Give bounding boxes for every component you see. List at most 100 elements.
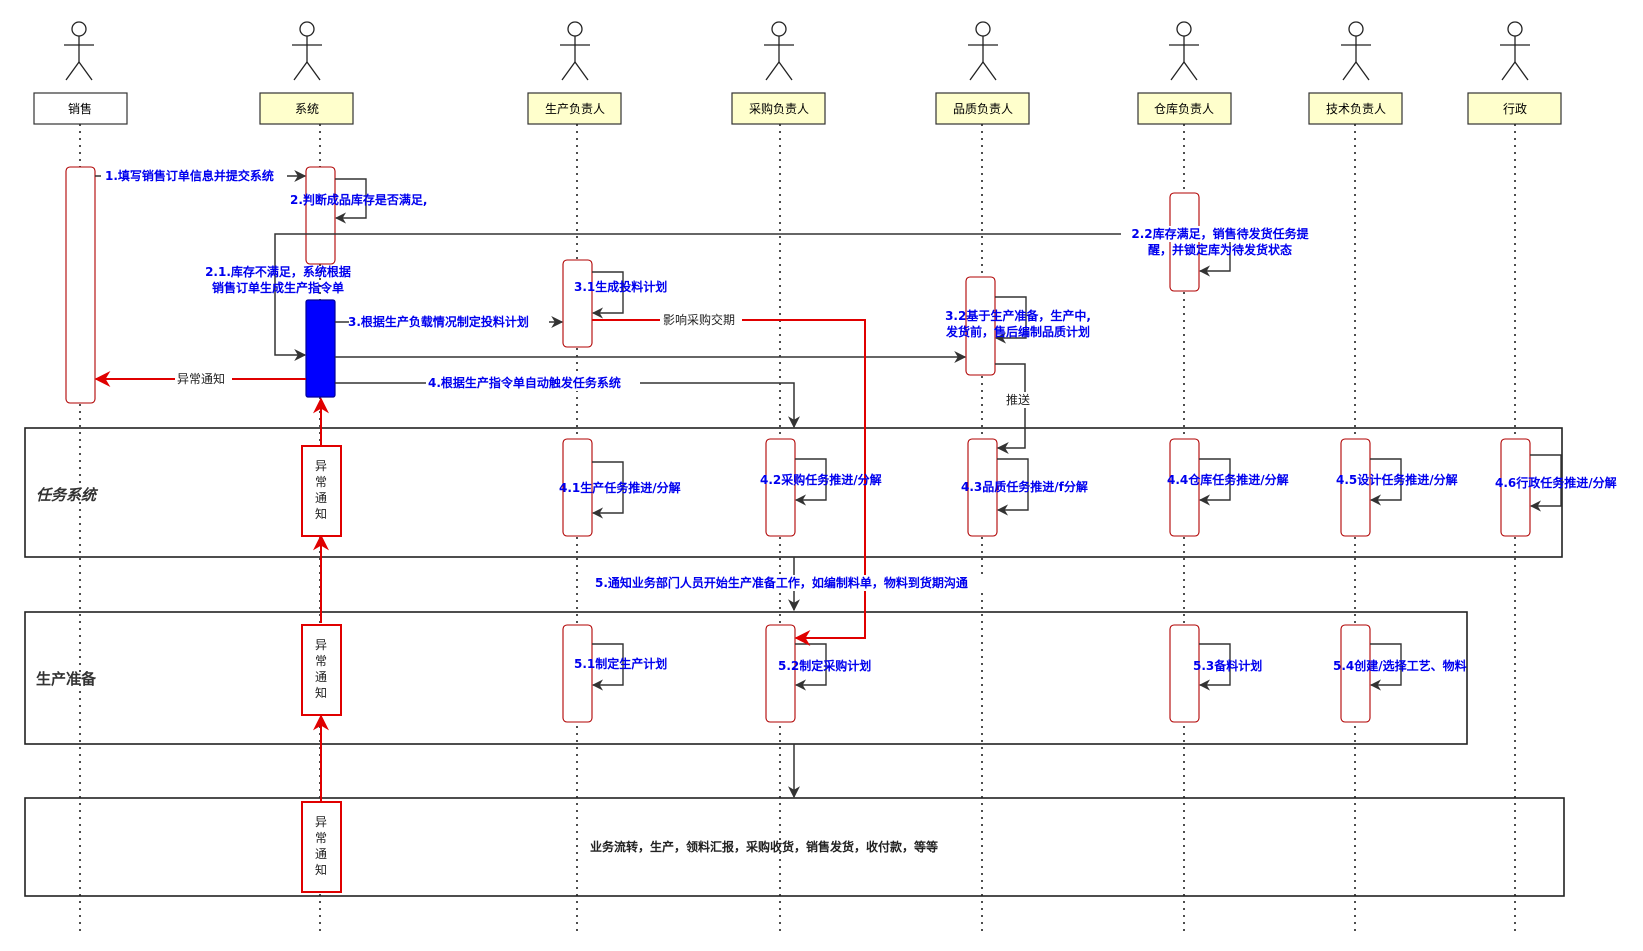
msg-m4-2: 4.2采购任务推进/分解 — [760, 472, 882, 487]
self-loop-prep-warehouse — [1198, 643, 1231, 691]
msg-m2: 2.判断成品库存是否满足, — [290, 192, 427, 207]
alert-box-business — [301, 801, 342, 893]
msg-m4-6: 4.6行政任务推进/分解 — [1495, 475, 1617, 490]
msg-m5-4: 5.4创建/选择工艺、物料 — [1333, 658, 1467, 673]
alert-box-task — [301, 445, 342, 537]
activation-task-admin — [1500, 438, 1531, 537]
actor-figures — [64, 21, 1530, 81]
header-tech — [1308, 92, 1403, 125]
actor-warehouse-icon — [1169, 21, 1199, 81]
self-loop-quality-plan — [994, 296, 1027, 344]
actor-admin-icon — [1500, 21, 1530, 81]
frame-title-production-prep: 生产准备 — [36, 670, 97, 688]
label-bg-m2-2 — [1121, 226, 1317, 242]
alert-box-prep — [301, 624, 342, 716]
msg-m5: 5.通知业务部门人员开始生产准备工作，如编制料单，物料到货期沟通 — [595, 575, 968, 590]
header-quality — [935, 92, 1030, 125]
label-bg-push — [1004, 392, 1036, 408]
actor-label-sales: 销售 — [68, 101, 92, 116]
label-bg-exception — [175, 371, 232, 387]
self-loop-prep-tech — [1369, 643, 1402, 691]
activation-system-check — [305, 166, 336, 265]
self-loop-task-quality — [996, 458, 1029, 516]
self-loop-task-tech — [1369, 458, 1402, 506]
header-production — [527, 92, 622, 125]
actor-tech-icon — [1341, 21, 1371, 81]
self-loop-prep-purchase — [794, 643, 827, 691]
actor-headers — [33, 92, 1562, 125]
activation-task-purchase — [765, 438, 796, 537]
msg-m5-2: 5.2制定采购计划 — [778, 658, 871, 673]
alert-business-char-3: 通 — [315, 847, 327, 861]
msg-impact: 影响采购交期 — [663, 312, 735, 327]
msg-m3-2-line2: 发货前，售后编制品质计划 — [945, 324, 1090, 339]
label-bg-m4 — [426, 375, 640, 391]
header-system — [259, 92, 354, 125]
label-bg-m3 — [349, 314, 549, 330]
activation-task-tech — [1340, 438, 1371, 537]
self-loop-task-warehouse — [1198, 458, 1231, 506]
alert-prep-char-2: 常 — [315, 654, 327, 668]
alert-task-char-4: 知 — [315, 507, 327, 521]
actor-purchase-icon — [764, 21, 794, 81]
alert-task-char-2: 常 — [315, 475, 327, 489]
activation-prep-warehouse — [1169, 624, 1200, 723]
msg-m4-4: 4.4仓库任务推进/分解 — [1167, 472, 1289, 487]
actor-system-icon — [292, 21, 322, 81]
alert-task-char-3: 通 — [315, 491, 327, 505]
self-loop-task-purchase — [794, 458, 827, 506]
alert-prep-char-3: 通 — [315, 670, 327, 684]
msg-m2-1-line1: 2.1.库存不满足，系统根据 — [205, 264, 351, 279]
self-loop-task-admin — [1529, 454, 1562, 512]
actor-quality-icon — [968, 21, 998, 81]
msg-m3-1: 3.1生成投料计划 — [574, 279, 667, 294]
activation-prep-tech — [1340, 624, 1371, 723]
alert-business-char-1: 异 — [315, 815, 327, 829]
msg-exception: 异常通知 — [177, 372, 225, 386]
activation-task-quality — [967, 438, 998, 537]
msg-m3-2-line1: 3.2基于生产准备，生产中, — [945, 308, 1091, 323]
self-loop-production-plan — [591, 271, 624, 319]
msg-m2-2-line1: 2.2库存满足，销售待发货任务提 — [1131, 226, 1309, 241]
header-purchase — [731, 92, 826, 125]
self-loop-system-check — [334, 178, 367, 224]
activation-task-production — [562, 438, 593, 537]
actor-label-production: 生产负责人 — [545, 102, 605, 116]
msg-m2-1-line2: 销售订单生成生产指令单 — [212, 280, 344, 295]
msg-m5-1: 5.1制定生产计划 — [574, 656, 667, 671]
alert-prep-char-1: 异 — [315, 638, 327, 652]
activation-prep-production — [562, 624, 593, 723]
actor-label-tech: 技术负责人 — [1326, 102, 1386, 116]
actor-label-admin: 行政 — [1503, 102, 1527, 116]
actor-label-purchase: 采购负责人 — [749, 101, 809, 116]
alert-business-char-2: 常 — [315, 831, 327, 845]
alert-task-char-1: 异 — [315, 459, 327, 473]
activation-quality-plan — [965, 276, 996, 376]
label-bg-m5 — [593, 575, 991, 591]
activation-production-plan — [562, 259, 593, 348]
label-bg-impact — [660, 312, 742, 328]
actor-sales-icon — [64, 21, 94, 81]
alert-business-char-4: 知 — [315, 863, 327, 877]
frame-title-task-system: 任务系统 — [36, 486, 99, 504]
msg-push: 推送 — [1006, 392, 1030, 407]
activation-task-warehouse — [1169, 438, 1200, 537]
frame-text-business: 业务流转，生产，领料汇报，采购收货，销售发货，收付款，等等 — [590, 839, 938, 854]
activation-system-order — [305, 299, 336, 398]
msg-m5-3: 5.3备料计划 — [1193, 658, 1262, 673]
msg-m4: 4.根据生产指令单自动触发任务系统 — [428, 375, 621, 390]
msg-m4-5: 4.5设计任务推进/分解 — [1336, 472, 1458, 487]
msg-m2-2-line2: 醒，并锁定库为待发货状态 — [1148, 242, 1292, 257]
label-bg-m1 — [101, 168, 287, 184]
header-warehouse — [1137, 92, 1232, 125]
msg-m3: 3.根据生产负载情况制定投料计划 — [348, 314, 529, 329]
actor-label-warehouse: 仓库负责人 — [1154, 101, 1214, 116]
actor-production-icon — [560, 21, 590, 81]
msg-m1: 1.填写销售订单信息并提交系统 — [105, 168, 274, 183]
msg-m4-1: 4.1生产任务推进/分解 — [559, 480, 681, 495]
alert-prep-char-4: 知 — [315, 686, 327, 700]
self-loop-prep-production — [591, 643, 624, 691]
arrow-m2-1 — [274, 233, 335, 361]
activation-prep-purchase — [765, 624, 796, 723]
